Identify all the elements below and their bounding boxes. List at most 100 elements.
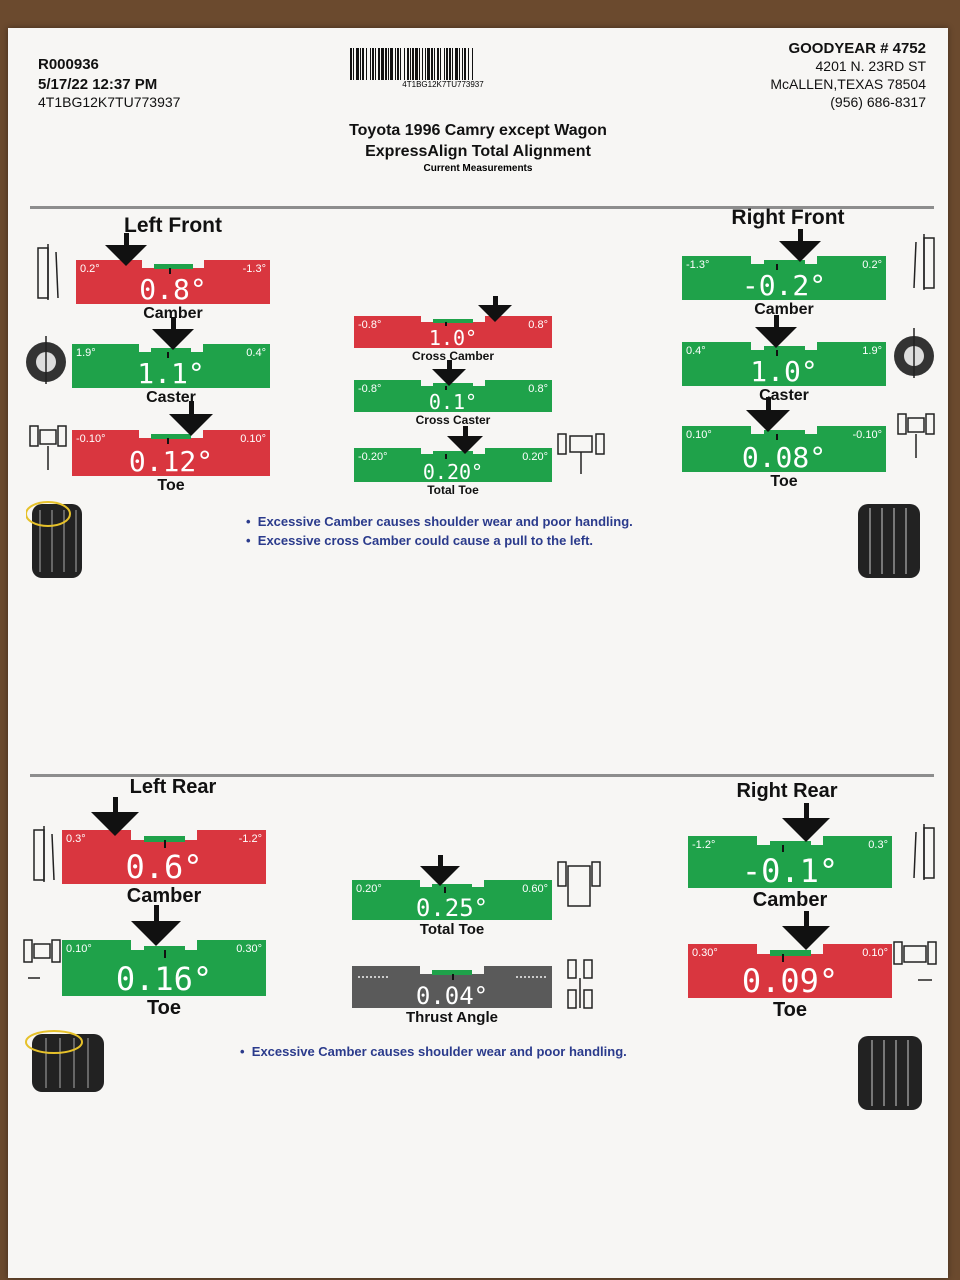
gauge-low-limit: 0.4° <box>686 345 706 357</box>
gauge-label: Cross Camber <box>411 349 495 363</box>
gauge-center-tick <box>445 454 447 459</box>
gauge-target-zone <box>432 970 472 975</box>
gauge-center-tick <box>776 264 778 270</box>
gauge-right-block <box>204 260 270 304</box>
gauge-left-block <box>682 256 751 300</box>
gauge-right-block <box>485 448 552 482</box>
gauge-right-block <box>484 966 552 1008</box>
gauge-label: Toe <box>772 999 808 1021</box>
gauge-label: Thrust Angle <box>406 1009 498 1026</box>
gauge-target-zone <box>764 260 805 265</box>
gauge-target-zone <box>433 319 473 323</box>
barcode <box>348 48 538 80</box>
front-lf-caster-gauge: 1.9°0.4°1.1° <box>72 344 270 390</box>
measurement-arrow-stem <box>766 397 771 410</box>
measurement-arrow-stem <box>463 426 468 436</box>
measurement-arrow-stem <box>774 315 779 327</box>
gauge-center-block <box>756 954 824 998</box>
gauge-left-block <box>682 342 751 386</box>
front-cross-camber-gauge: -0.8°0.8°1.0° <box>354 316 552 350</box>
front-rf-caster-gauge: 0.4°1.9°1.0° <box>682 342 886 388</box>
gauge-target-zone <box>770 950 811 956</box>
gauge-label: Toe <box>770 473 798 490</box>
gauge-right-block <box>485 380 552 412</box>
gauge-left-block <box>688 944 757 998</box>
measurement-arrow-icon <box>131 921 181 946</box>
gauge-value: -0.1° <box>741 852 839 890</box>
gauge-left-block <box>72 430 139 476</box>
gauge-value: 0.12° <box>128 445 214 478</box>
shop-name: GOODYEAR # 4752 <box>788 40 926 57</box>
gauge-high-limit: 0.10° <box>240 433 266 445</box>
measurement-arrow-icon <box>782 926 830 950</box>
gauge-center-block <box>138 352 204 388</box>
front-lf-toe-gauge: -0.10° 0.10° 0.12° <box>72 430 270 478</box>
rear-rr-toe-gauge: 0.30°0.10°0.09° <box>688 944 892 1000</box>
gauge-target-zone <box>151 434 191 439</box>
gauge-center-block <box>756 845 824 888</box>
tire-icon <box>22 1028 108 1099</box>
measurement-arrow-icon <box>91 812 139 836</box>
gauge-left-block <box>688 836 757 888</box>
gauge-value: 0.09° <box>741 962 839 1000</box>
measurement-arrow-icon <box>152 329 194 350</box>
gauge-low-limit: 0.30° <box>692 947 718 959</box>
gauge-left-block <box>76 260 142 304</box>
rear-rr-camber-gauge: -1.2°0.3°-0.1° <box>688 836 892 890</box>
rear-toe-icon <box>892 934 938 999</box>
gauge-high-limit: -0.10° <box>852 429 882 441</box>
gauge-target-zone <box>764 430 805 435</box>
measurement-arrow-stem <box>798 229 803 241</box>
gauge-center-tick <box>776 350 778 356</box>
vehicle-title: Toyota 1996 Camry except Wagon <box>349 122 607 139</box>
gauge-target-zone <box>764 346 805 351</box>
gauge-target-zone <box>770 841 811 846</box>
gauge-left-block <box>354 448 421 482</box>
gauge-center-block <box>420 454 486 482</box>
measurement-arrow-icon <box>447 436 483 454</box>
gauge-center-tick <box>444 887 446 893</box>
gauge-high-limit: 0.8° <box>528 319 548 331</box>
gauge-right-block <box>197 940 266 996</box>
front-rf-toe-gauge: 0.10°-0.10°0.08° <box>682 426 886 474</box>
gauge-label: Total Toe <box>419 921 485 938</box>
gauge-center-block <box>750 434 818 472</box>
measurement-arrow-stem <box>447 360 452 369</box>
right-rear-title: Right Rear <box>736 780 838 802</box>
gauge-center-tick <box>167 438 169 444</box>
gauge-center-tick <box>169 268 171 274</box>
gauge-high-limit: 0.20° <box>522 451 548 463</box>
gauge-right-block <box>823 944 892 998</box>
front-divider <box>30 206 934 209</box>
gauge-dotted-line <box>358 976 388 978</box>
gauge-low-limit: 0.20° <box>356 883 382 895</box>
thrust-angle-icon <box>566 956 596 1017</box>
gauge-center-block <box>420 386 486 412</box>
gauge-high-limit: 0.4° <box>246 347 266 359</box>
left-rear-title: Left Rear <box>129 776 217 798</box>
front-note-2: • Excessive cross Camber could cause a p… <box>246 533 594 548</box>
gauge-center-block <box>750 350 818 386</box>
gauge-value: 0.20° <box>422 460 484 484</box>
gauge-label: Caster <box>146 389 196 406</box>
gauge-low-limit: 1.9° <box>76 347 96 359</box>
camber-wheel-icon <box>28 242 68 307</box>
caster-wheel-icon <box>892 324 936 385</box>
rear-toe-icon <box>22 932 62 997</box>
alignment-printout: R000936 5/17/22 12:37 PM 4T1BG12K7TU7739… <box>8 28 948 1278</box>
ro-number: R000936 <box>38 56 99 73</box>
measurement-arrow-stem <box>113 797 118 812</box>
measurement-arrow-icon <box>755 327 797 348</box>
gauge-target-zone <box>151 348 191 353</box>
front-total-toe-gauge: -0.20°0.20°0.20° <box>354 448 552 484</box>
measurement-arrow-stem <box>171 317 176 329</box>
gauge-right-block <box>203 430 270 476</box>
gauge-low-limit: -0.10° <box>76 433 106 445</box>
left-front-title: Left Front <box>124 214 222 237</box>
barcode-text: 4T1BG12K7TU773937 <box>402 80 484 89</box>
gauge-center-tick <box>452 974 454 980</box>
gauge-label: Cross Caster <box>415 413 491 427</box>
gauge-right-block <box>203 344 270 388</box>
gauge-high-limit: 0.60° <box>522 883 548 895</box>
gauge-left-block <box>352 966 420 1008</box>
